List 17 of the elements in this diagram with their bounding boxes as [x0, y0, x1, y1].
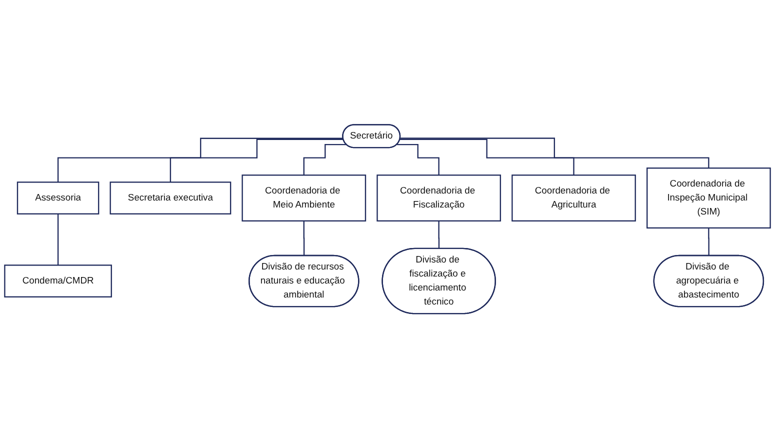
node-box: Secretaria executiva: [110, 182, 232, 215]
connector: [303, 144, 346, 176]
node-box: Coordenadoria de Fiscalização: [376, 174, 502, 222]
node-box: Condema/CMDR: [4, 264, 112, 298]
connector: [400, 139, 574, 176]
connector: [400, 138, 710, 170]
connector: [396, 144, 440, 176]
node-box: Coordenadoria de Meio Ambiente: [242, 174, 366, 222]
connector: [57, 214, 59, 266]
connector: [57, 138, 344, 184]
connector: [708, 228, 710, 257]
node-box: Assessoria: [16, 182, 100, 215]
connector: [303, 220, 305, 257]
node-box: Coordenadoria de Inspeção Municipal (SIM): [646, 168, 771, 229]
node-box: Coordenadoria de Agricultura: [512, 174, 636, 222]
connector: [170, 139, 344, 184]
connector: [438, 220, 440, 250]
